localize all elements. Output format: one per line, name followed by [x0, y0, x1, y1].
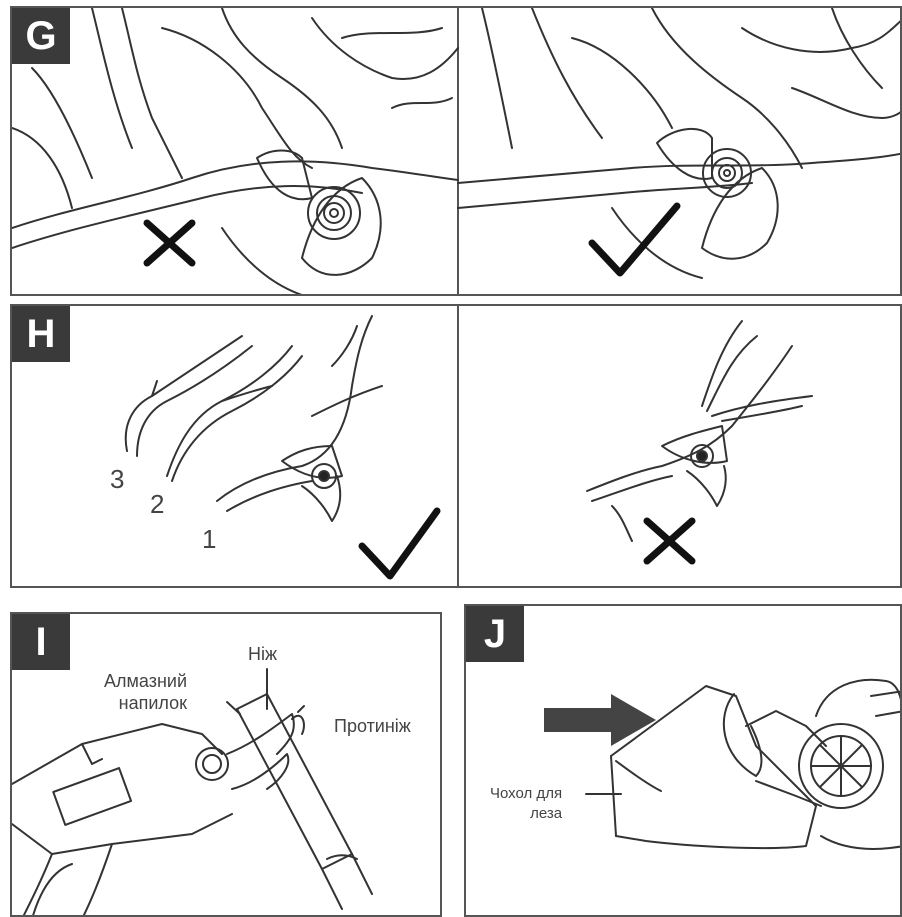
panel-g-illustration — [12, 8, 902, 296]
panel-badge-g: G — [12, 8, 70, 64]
panel-g-left-mark — [147, 223, 192, 263]
panel-badge-h: H — [12, 306, 70, 362]
insert-arrow-icon — [544, 694, 656, 746]
step-number-2: 2 — [150, 489, 164, 520]
label-blade-cover: Чохол для леза — [490, 784, 562, 824]
step-number-1: 1 — [202, 524, 216, 555]
panel-j: J Чохол для леза — [464, 604, 902, 917]
panel-h-left-mark — [362, 511, 437, 576]
panel-i: I Алмазний напилок — [10, 612, 442, 917]
panel-h-illustration — [12, 306, 902, 588]
panel-g-right-mark — [592, 206, 677, 273]
panel-h: H — [10, 304, 902, 588]
panel-j-illustration — [466, 606, 902, 917]
panel-g: G — [10, 6, 902, 296]
panel-badge-i: I — [12, 614, 70, 670]
panel-badge-j: J — [466, 606, 524, 662]
label-counter-blade: Протиніж — [334, 716, 411, 737]
label-blade: Ніж — [248, 644, 277, 665]
panel-h-right-mark — [647, 521, 692, 561]
label-diamond-file: Алмазний напилок — [104, 670, 187, 714]
panel-i-illustration — [12, 614, 442, 917]
step-number-3: 3 — [110, 464, 124, 495]
